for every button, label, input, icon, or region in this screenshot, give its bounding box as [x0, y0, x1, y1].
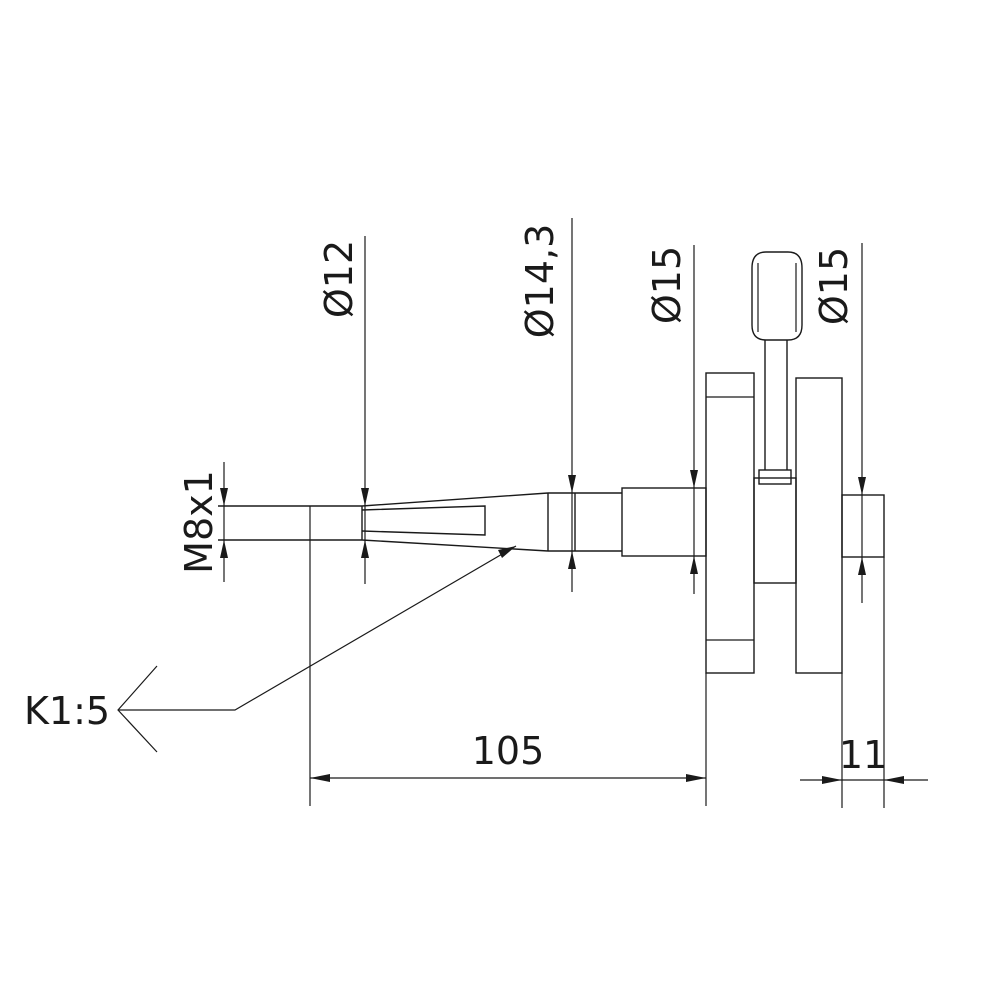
right-crank-web	[795, 377, 843, 674]
d15-b-label: Ø15	[812, 247, 856, 325]
dimension-d15-a: Ø15	[645, 245, 698, 594]
width-11-label: 11	[839, 733, 887, 777]
step-d14-3	[548, 492, 622, 552]
right-journal	[841, 494, 885, 558]
taper-leader-arrowhead	[117, 665, 158, 753]
taper-label: K1:5	[24, 689, 110, 733]
small-end-inner	[757, 263, 797, 332]
connecting-rod-big-end	[758, 469, 792, 485]
thread-label: M8x1	[177, 470, 221, 574]
left-crank-web	[705, 372, 755, 674]
dimension-d15-b: Ø15	[812, 243, 866, 603]
connecting-rod-shank	[764, 340, 788, 470]
connecting-rod-small-end	[751, 251, 803, 341]
thread-end	[218, 505, 362, 541]
d15-a-label: Ø15	[645, 246, 689, 324]
dimension-width-11: 11	[800, 557, 928, 808]
dimension-d12: Ø12	[317, 236, 369, 584]
shaft-part	[218, 251, 885, 674]
dimension-d14-3: Ø14,3	[518, 218, 576, 592]
d14-3-label: Ø14,3	[518, 224, 562, 339]
dimension-length-105: 105	[309, 506, 707, 806]
dimension-thread: M8x1	[177, 462, 228, 582]
length-105-label: 105	[472, 729, 545, 773]
taper-leader: K1:5	[24, 545, 517, 753]
d12-label: Ø12	[317, 240, 361, 318]
crank-pin	[753, 477, 797, 584]
taper-slot	[361, 505, 486, 536]
left-web-inner-lines	[706, 396, 754, 641]
taper-section	[361, 492, 549, 552]
